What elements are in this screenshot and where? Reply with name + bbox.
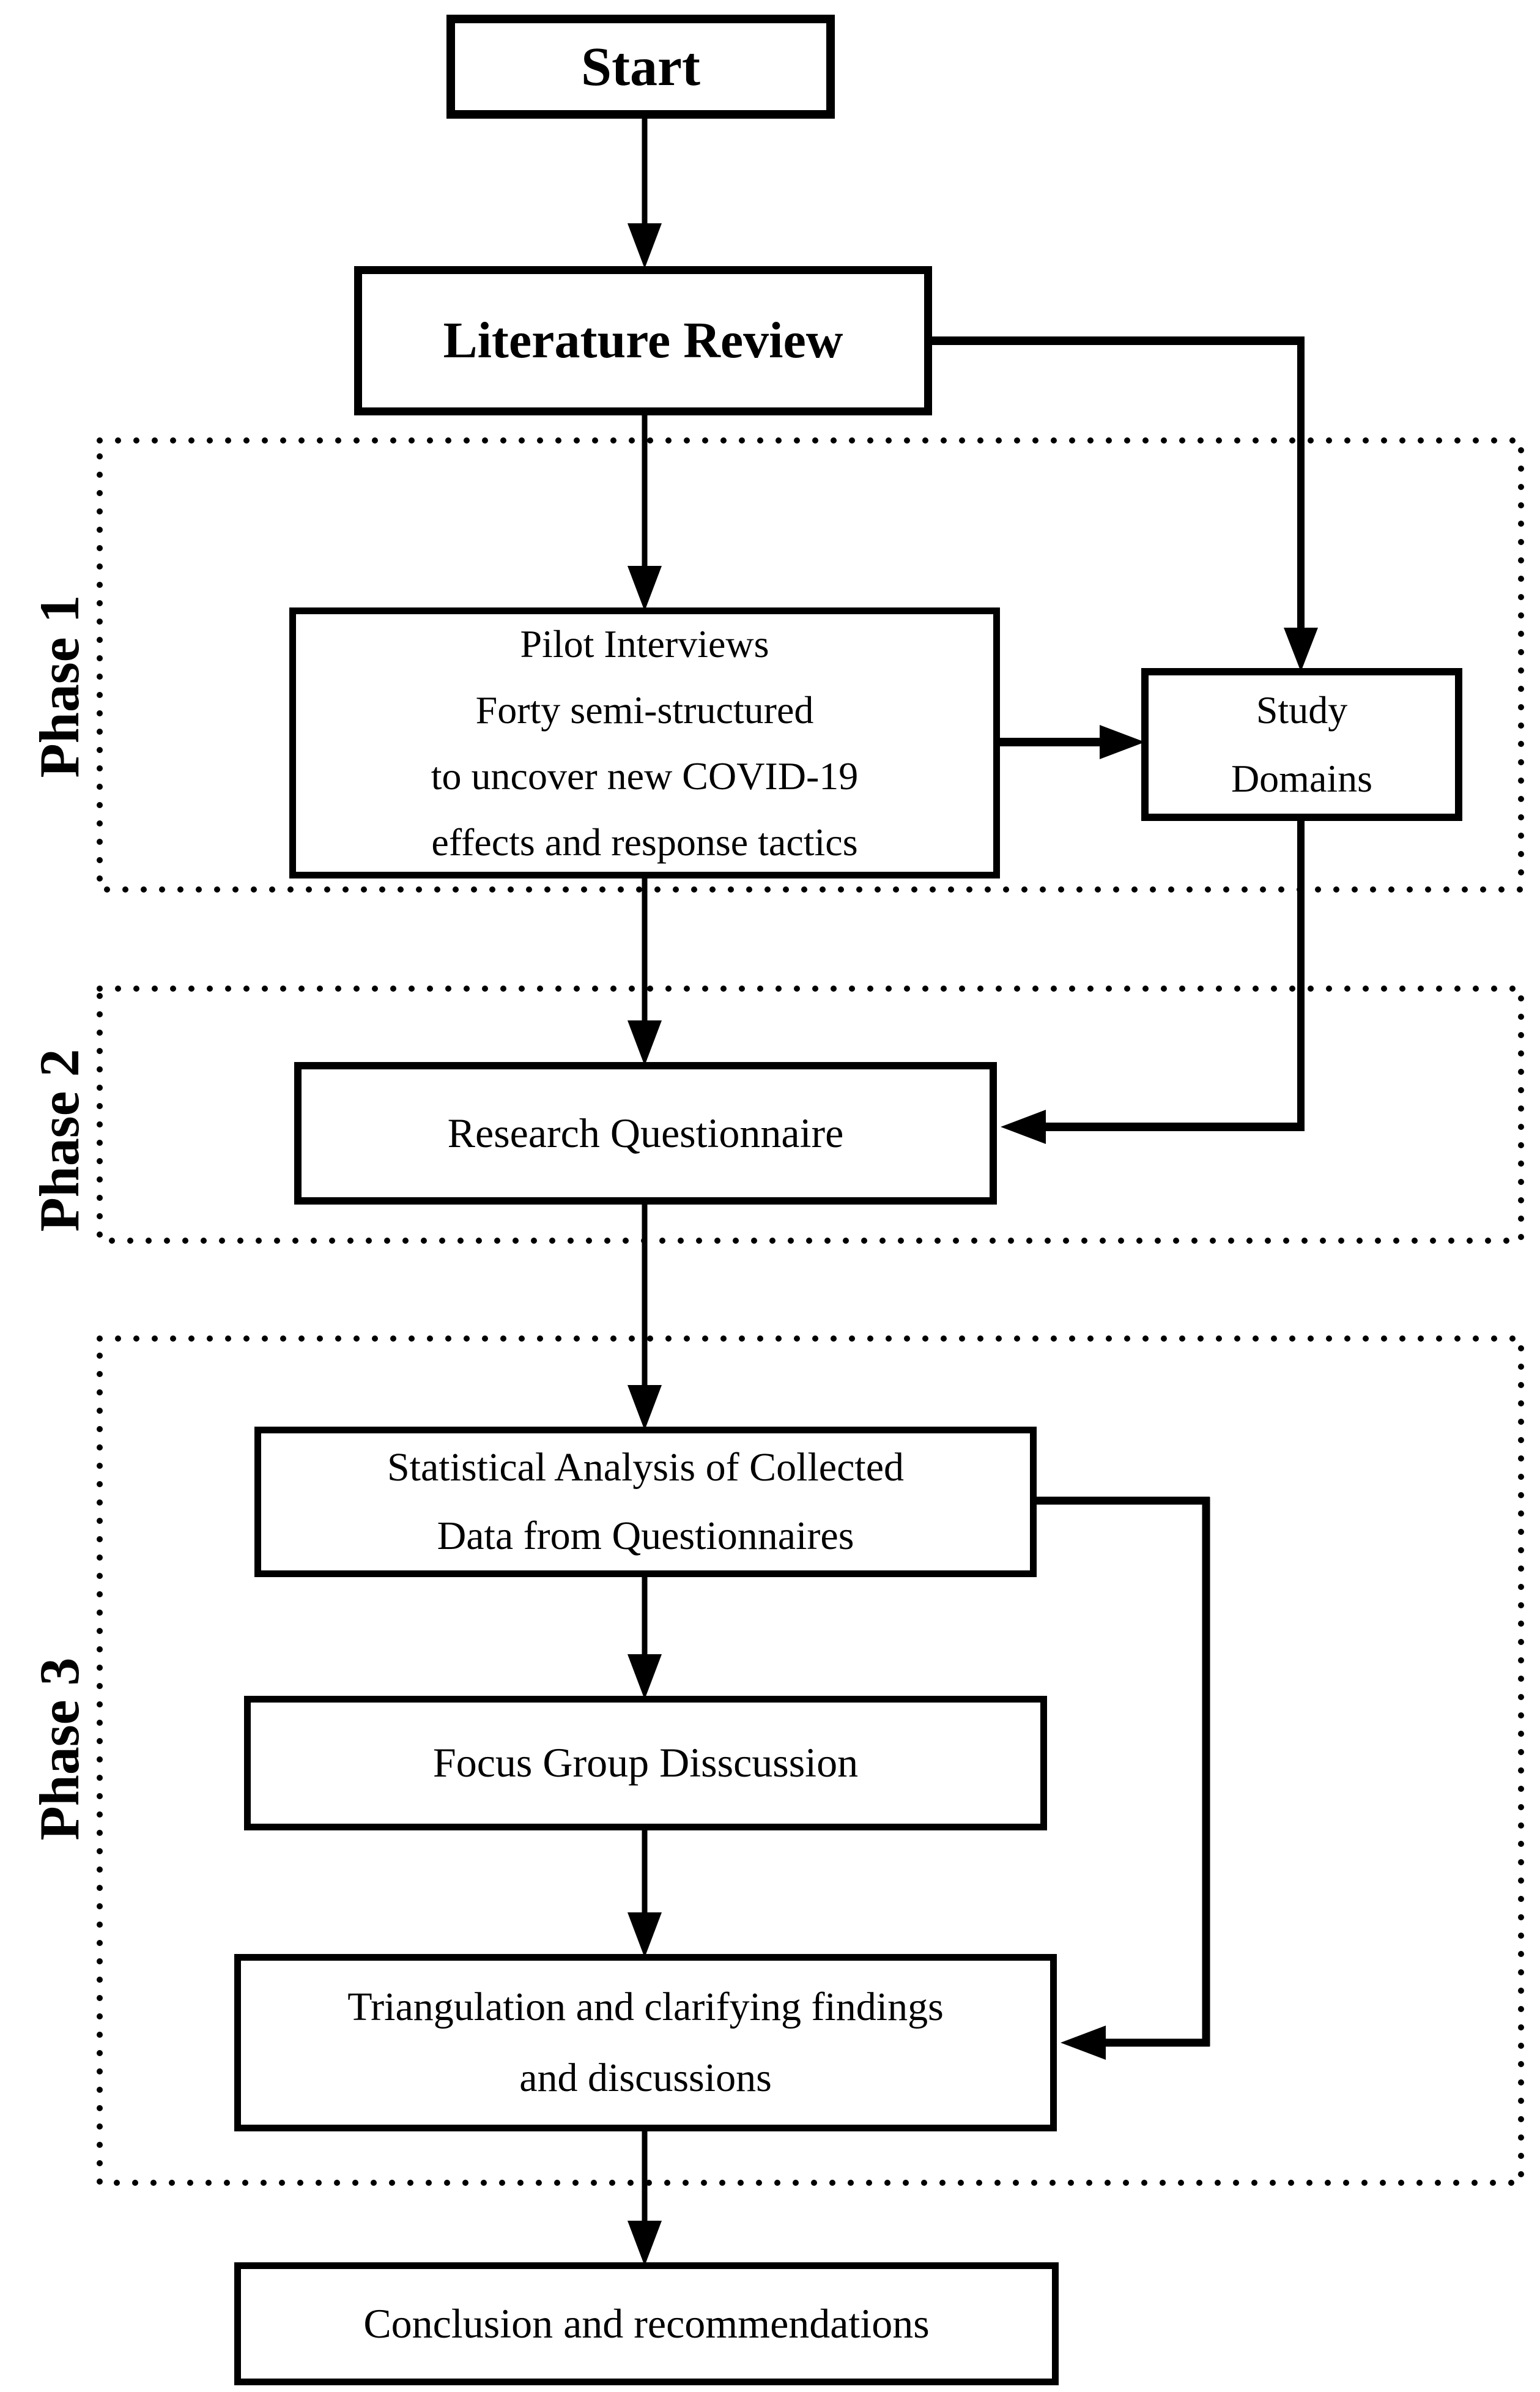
phase-1-label: Phase 1 (28, 595, 91, 778)
arrow-statistical-to-triangulation (1034, 1496, 1210, 2060)
arrow-literature-to-study-domains (930, 336, 1318, 672)
node-triangulation: Triangulation and clarifying findings an… (234, 1954, 1057, 2131)
phase-3-label: Phase 3 (28, 1657, 91, 1841)
node-start-label: Start (581, 36, 700, 97)
node-conclusion-label: Conclusion and recommendations (363, 2300, 930, 2347)
node-statistical-analysis-line: Data from Questionnaires (437, 1514, 854, 1558)
node-start: Start (446, 15, 835, 119)
node-study-domains-line: Study (1256, 688, 1348, 732)
node-triangulation-line: Triangulation and clarifying findings (347, 1985, 944, 2029)
node-pilot-interviews: Pilot Interviews Forty semi-structured t… (289, 607, 1000, 878)
arrow-pilot-to-questionnaire (627, 878, 662, 1066)
node-research-questionnaire: Research Questionnaire (294, 1062, 997, 1205)
node-literature-review-label: Literature Review (443, 311, 843, 369)
phase-2-label: Phase 2 (28, 1049, 91, 1232)
node-research-questionnaire-label: Research Questionnaire (447, 1109, 844, 1156)
arrow-triangulation-to-conclusion (627, 2131, 662, 2266)
node-pilot-interviews-line: effects and response tactics (431, 820, 858, 864)
node-pilot-interviews-line: Pilot Interviews (520, 622, 769, 666)
arrow-focus-to-triangulation (627, 1830, 662, 1958)
arrow-questionnaire-to-statistical (627, 1205, 662, 1430)
phase-3-boundary (97, 1335, 1524, 2186)
node-study-domains: Study Domains (1141, 668, 1462, 821)
arrow-statistical-to-focus (627, 1577, 662, 1699)
arrow-literature-to-pilot (627, 415, 662, 611)
node-statistical-analysis-line: Statistical Analysis of Collected (387, 1445, 905, 1490)
node-study-domains-line: Domains (1231, 757, 1373, 800)
node-pilot-interviews-line: Forty semi-structured (475, 688, 814, 732)
phase-2-boundary (97, 986, 1524, 1244)
arrow-study-domains-to-questionnaire (1001, 821, 1305, 1144)
node-triangulation-line: and discussions (519, 2056, 772, 2100)
node-statistical-analysis: Statistical Analysis of Collected Data f… (254, 1427, 1037, 1577)
arrow-start-to-literature (627, 119, 662, 269)
node-literature-review: Literature Review (354, 266, 932, 415)
node-focus-group-discussion: Focus Group Disscussion (244, 1696, 1047, 1830)
arrow-pilot-to-study-domains (997, 725, 1145, 759)
node-pilot-interviews-line: to uncover new COVID-19 (431, 754, 859, 798)
node-focus-group-discussion-label: Focus Group Disscussion (432, 1739, 859, 1786)
node-conclusion: Conclusion and recommendations (234, 2262, 1059, 2385)
